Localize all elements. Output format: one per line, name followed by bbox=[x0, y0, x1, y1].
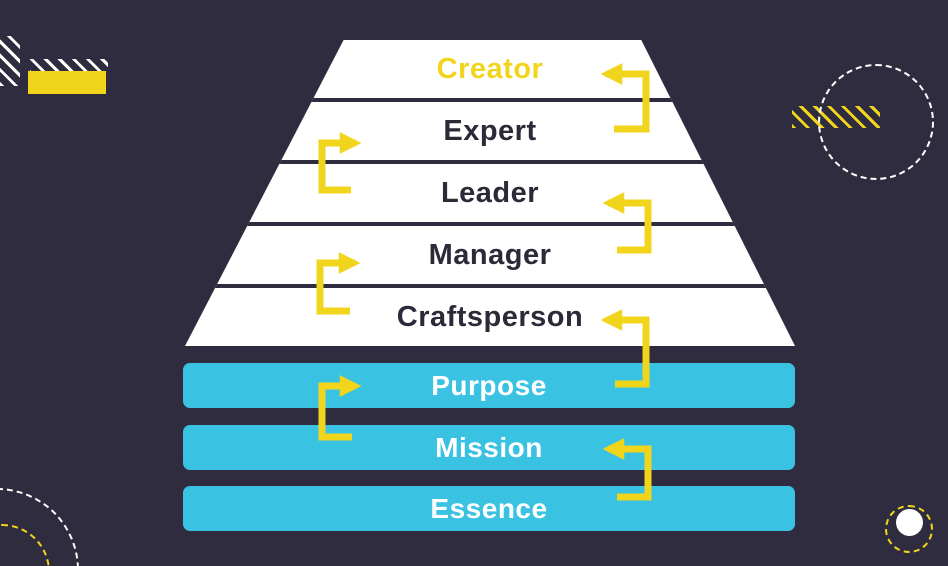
pyramid-level-label: Creator bbox=[436, 52, 544, 85]
pyramid-level-label: Craftsperson bbox=[396, 300, 584, 333]
pyramid-level-leader: Leader bbox=[185, 164, 795, 226]
foundation-bar-label: Purpose bbox=[431, 369, 547, 401]
hatch-lines-decoration bbox=[30, 59, 108, 74]
pyramid-level-expert: Expert bbox=[185, 102, 795, 164]
dashed-arc-yellow-decoration bbox=[0, 524, 50, 566]
dashed-circle-decoration bbox=[818, 64, 934, 180]
foundation-bar-label: Mission bbox=[435, 431, 543, 463]
pyramid-level-label: Leader bbox=[440, 176, 540, 209]
pyramid-level-manager: Manager bbox=[185, 226, 795, 288]
foundation-bar-mission: Mission bbox=[183, 425, 795, 470]
foundation-bar-purpose: Purpose bbox=[183, 363, 795, 408]
pyramid-level-creator: Creator bbox=[185, 40, 795, 102]
yellow-slashes-decoration bbox=[792, 106, 880, 128]
pyramid-level-craftsperson: Craftsperson bbox=[185, 288, 795, 346]
corner-slashes-decoration bbox=[0, 36, 20, 86]
foundation-bar-label: Essence bbox=[430, 492, 548, 524]
dashed-arc-decoration bbox=[0, 488, 79, 566]
pyramid-level-label: Expert bbox=[443, 114, 537, 147]
dashed-ring-decoration bbox=[885, 505, 933, 553]
pyramid-level-label: Manager bbox=[428, 238, 552, 271]
foundation-bar-essence: Essence bbox=[183, 486, 795, 531]
solid-circle-decoration bbox=[896, 509, 923, 536]
identity-pyramid: Creator Expert Leader Manager Craftspers… bbox=[185, 40, 795, 346]
yellow-rectangle-decoration bbox=[28, 71, 106, 94]
